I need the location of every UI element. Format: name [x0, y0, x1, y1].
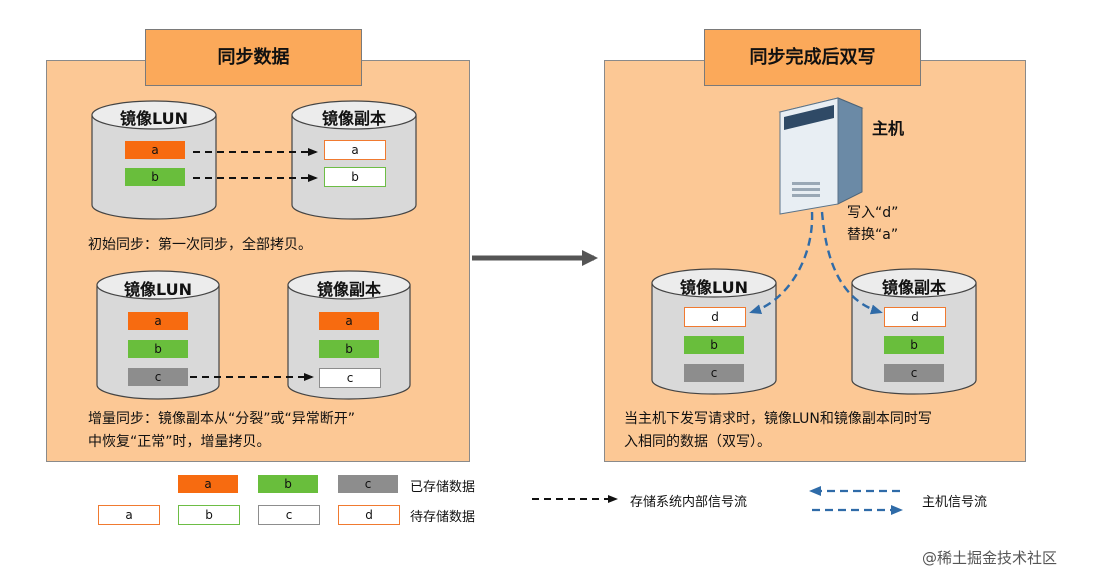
- block-a: a: [125, 141, 185, 159]
- dual-write-description-line2: 入相同的数据（双写）。: [624, 434, 771, 450]
- incremental-sync-description-line1: 增量同步：镜像副本从“分裂”或“异常断开”: [88, 411, 356, 427]
- replace-a-label: 替换“a”: [847, 227, 899, 243]
- pending-block-b: b: [324, 167, 386, 187]
- block-c: c: [128, 368, 188, 386]
- replica-label-bottom: 镜像副本: [316, 280, 381, 299]
- lun-label-top: 镜像LUN: [119, 109, 188, 128]
- block-c: c: [884, 364, 944, 382]
- pending-block-d: d: [884, 307, 946, 327]
- lun-label-bottom: 镜像LUN: [123, 280, 192, 299]
- legend-stored-label: 已存储数据: [410, 480, 476, 495]
- block-b: b: [128, 340, 188, 358]
- block-b: b: [319, 340, 379, 358]
- pending-block-d: d: [684, 307, 746, 327]
- legend-pending-label: 待存储数据: [410, 510, 476, 525]
- legend-pending-block-a: a: [98, 505, 160, 525]
- initial-sync-description: 初始同步：第一次同步，全部拷贝。: [88, 237, 312, 253]
- dual-write-description-line1: 当主机下发写请求时，镜像LUN和镜像副本同时写: [624, 411, 932, 427]
- watermark: @稀土掘金技术社区: [922, 549, 1058, 567]
- server-icon: [778, 97, 864, 215]
- left-panel-title: 同步数据: [145, 29, 362, 86]
- block-b: b: [884, 336, 944, 354]
- block-c: c: [684, 364, 744, 382]
- legend-host-flow-label: 主机信号流: [922, 495, 988, 510]
- pending-block-c: c: [319, 368, 381, 388]
- host-arrow-to-replica: [820, 211, 883, 315]
- legend-pending-block-c: c: [258, 505, 320, 525]
- incremental-sync-description-line2: 中恢复“正常”时，增量拷贝。: [88, 434, 271, 450]
- right-panel-title: 同步完成后双写: [704, 29, 921, 86]
- cylinder-lun-top: [91, 100, 217, 220]
- legend-block-b: b: [258, 475, 318, 493]
- block-b: b: [125, 168, 185, 186]
- legend-block-c: c: [338, 475, 398, 493]
- block-a: a: [319, 312, 379, 330]
- replica-label-top: 镜像副本: [321, 109, 386, 128]
- host-label: 主机: [872, 119, 905, 138]
- legend-block-a: a: [178, 475, 238, 493]
- lun-label-right: 镜像LUN: [679, 278, 748, 297]
- write-d-label: 写入“d”: [847, 205, 899, 221]
- host-arrow-to-lun: [749, 211, 814, 315]
- replica-label-right: 镜像副本: [881, 278, 946, 297]
- legend-pending-block-d: d: [338, 505, 400, 525]
- block-b: b: [684, 336, 744, 354]
- legend-pending-block-b: b: [178, 505, 240, 525]
- legend-internal-flow-label: 存储系统内部信号流: [630, 495, 748, 510]
- pending-block-a: a: [324, 140, 386, 160]
- block-a: a: [128, 312, 188, 330]
